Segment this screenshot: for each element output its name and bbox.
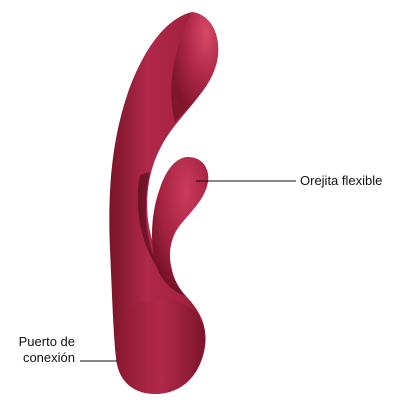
connection-port-label-line1: Puerto de (5, 334, 75, 350)
flexible-ear-label: Orejita flexible (300, 173, 382, 189)
connection-port-label-line2: conexión (5, 350, 75, 366)
base-shape (116, 299, 205, 394)
connection-port-label: Puerto de conexión (5, 334, 75, 366)
